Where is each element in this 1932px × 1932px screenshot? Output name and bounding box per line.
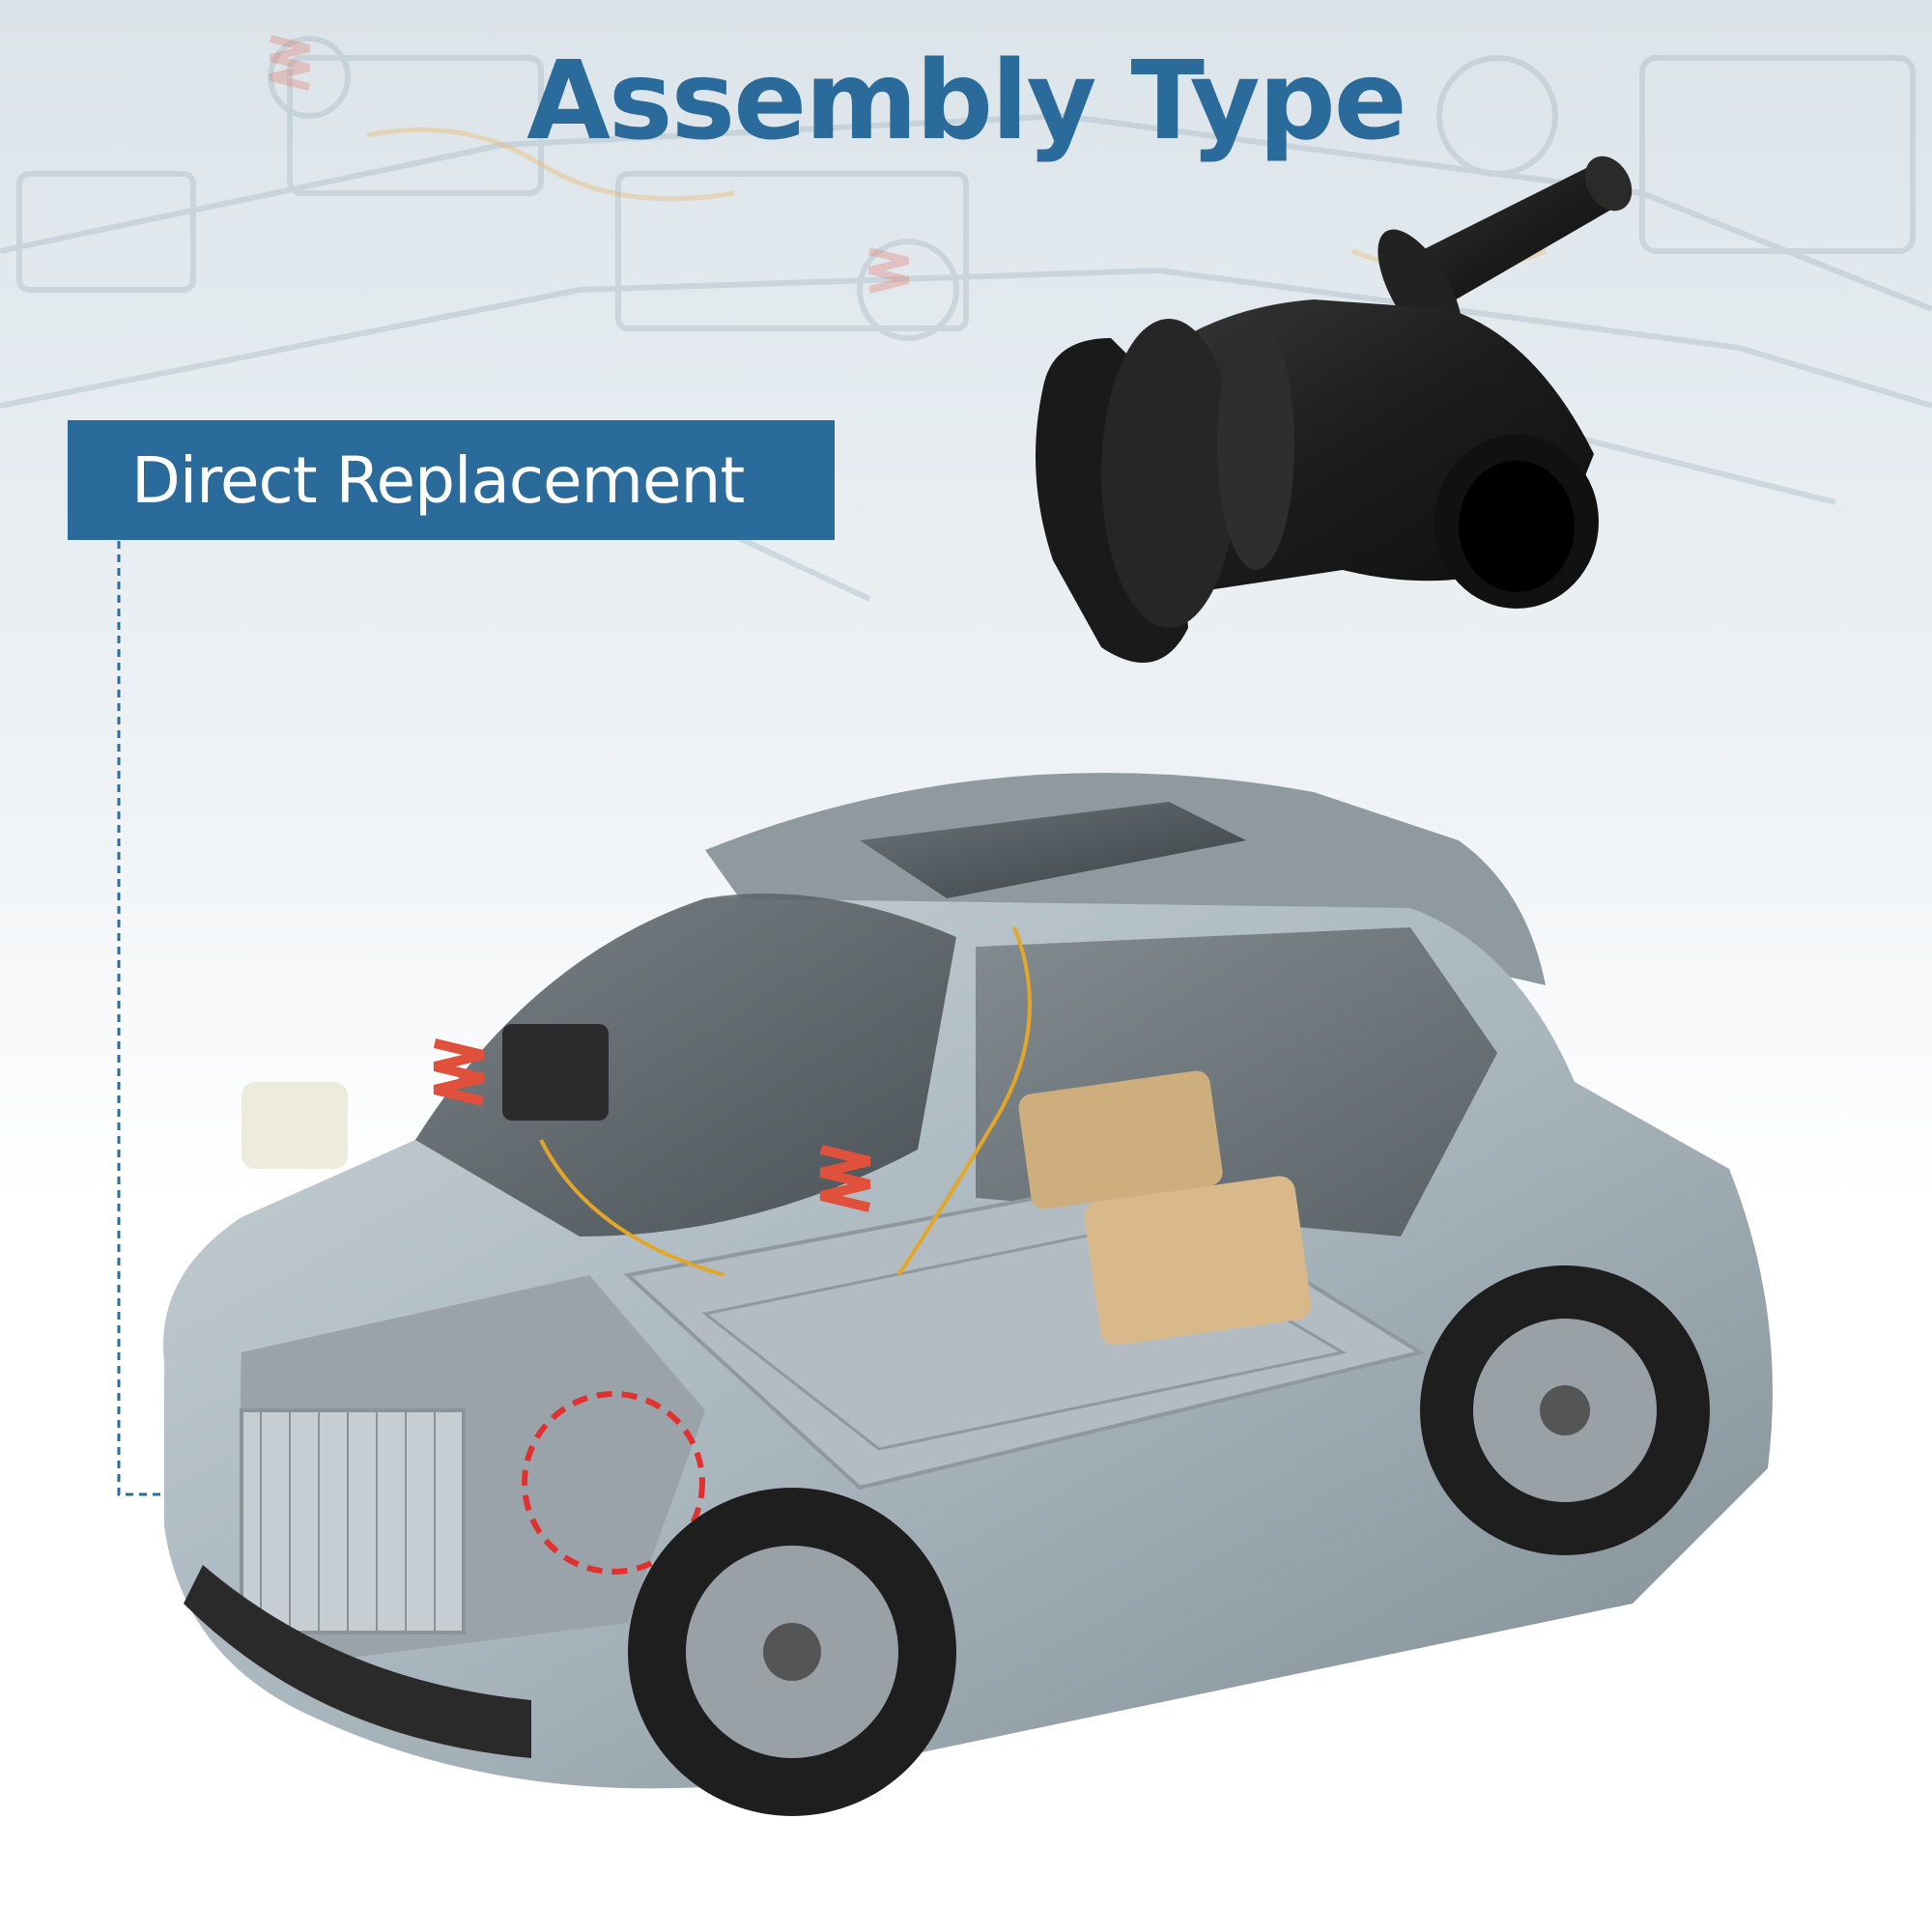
coolant-flange-part-image — [1036, 156, 1633, 663]
part-location-highlight — [522, 1391, 705, 1575]
page-title: Assembly Type — [526, 39, 1406, 164]
direct-replacement-label: Direct Replacement — [68, 420, 835, 540]
direct-replacement-text: Direct Replacement — [131, 442, 745, 518]
suv-cutaway-image — [163, 773, 1773, 1816]
